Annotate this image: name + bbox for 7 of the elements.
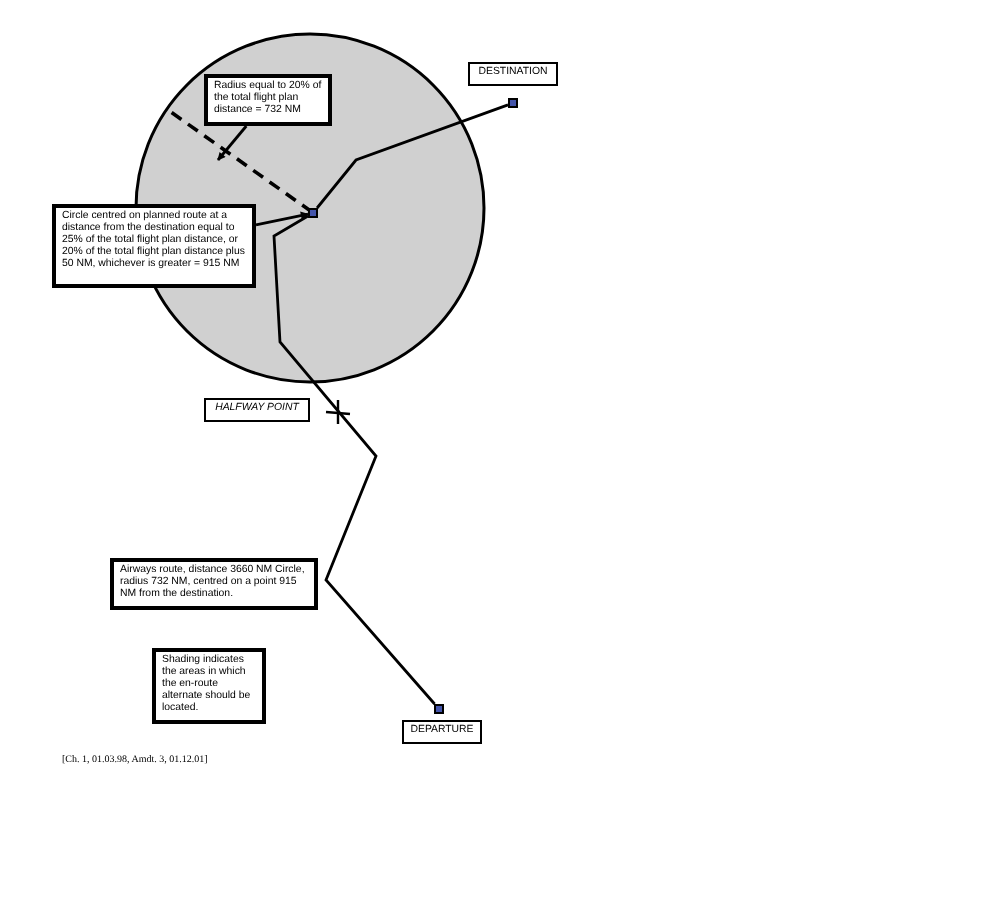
circle-centre-point (308, 208, 318, 218)
route-line (272, 214, 436, 705)
route-line (315, 103, 509, 209)
arrow (216, 125, 248, 161)
destination-point (508, 98, 518, 108)
leader-line (255, 211, 309, 227)
departure-point (434, 704, 444, 714)
